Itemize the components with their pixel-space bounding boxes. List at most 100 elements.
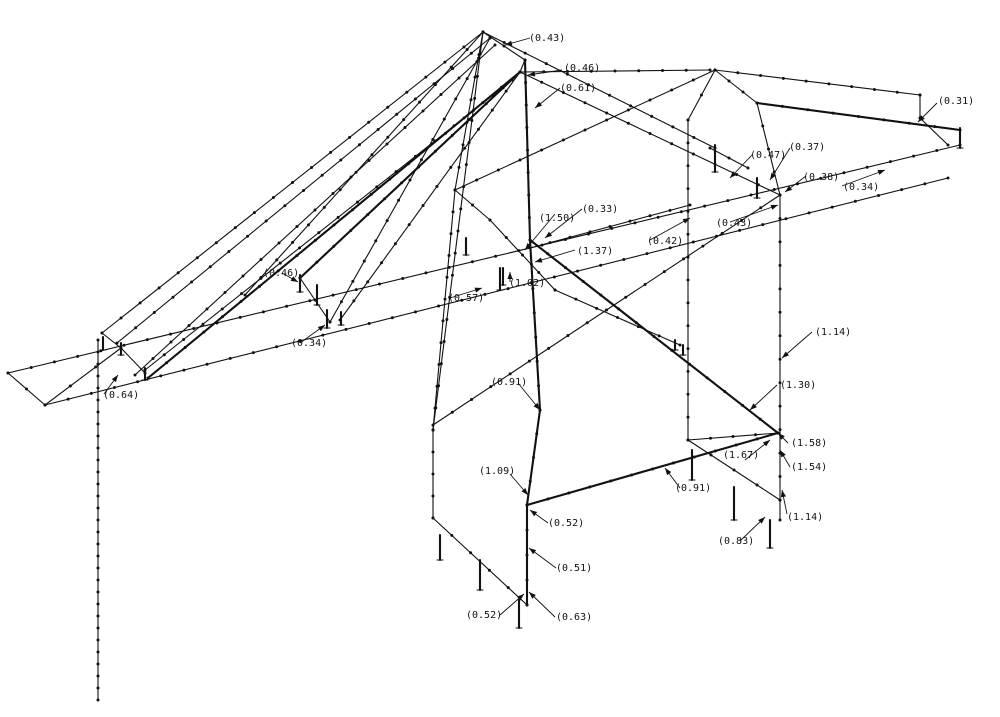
frame-node [918, 93, 922, 97]
frame-node [406, 162, 410, 166]
frame-node [686, 141, 690, 145]
frame-node [563, 238, 567, 242]
frame-node [484, 102, 488, 106]
frame-node [780, 104, 784, 108]
frame-node [96, 350, 100, 354]
frame-node [96, 386, 100, 390]
frame-node [739, 219, 743, 223]
frame-node [888, 160, 892, 164]
frame-node [692, 135, 696, 139]
frame-node [96, 650, 100, 654]
frame-node [540, 80, 544, 84]
frame-node [652, 335, 656, 338]
frame-node [778, 193, 782, 197]
ratio-label: (1.58) [791, 438, 827, 449]
frame-node [912, 154, 916, 158]
frame-member [528, 238, 542, 412]
frame-node [246, 234, 250, 238]
frame-node [112, 386, 116, 390]
frame-node [626, 121, 630, 125]
frame-node [778, 357, 782, 361]
frame-node [25, 387, 28, 391]
frame-node [159, 374, 163, 378]
frame-node [610, 226, 614, 230]
frame-node [553, 288, 557, 292]
frame-node [461, 143, 465, 147]
frame-node [463, 146, 467, 150]
frame-node [567, 491, 571, 495]
frame-node [467, 141, 471, 145]
frame-node [528, 479, 532, 483]
frame-node [462, 116, 466, 120]
frame-node [348, 135, 352, 139]
frame-member [919, 117, 949, 146]
frame-node [546, 497, 550, 501]
frame-member [101, 332, 122, 349]
frame-node [488, 218, 492, 222]
frame-node [339, 300, 343, 304]
frame-node [532, 456, 535, 459]
frame-node [535, 432, 539, 436]
ratio-pointer [544, 208, 583, 239]
frame-node [686, 255, 690, 259]
frame-node [581, 279, 585, 283]
ratio-arrowhead [474, 287, 482, 293]
frame-node [475, 74, 479, 78]
frame-node [469, 551, 473, 555]
frame-node [421, 204, 425, 208]
frame-node [923, 182, 927, 186]
frame-node [171, 295, 175, 299]
frame-node [544, 62, 548, 66]
frame-node [183, 345, 187, 349]
frame-node [637, 69, 641, 73]
frame-node [691, 152, 695, 156]
frame-node [475, 60, 479, 63]
ratio-arrowhead [750, 403, 757, 410]
ratio-label: (1.14) [787, 512, 823, 523]
frame-node [66, 397, 70, 401]
frame-node [561, 91, 565, 94]
frame-node [366, 213, 370, 217]
frame-member [7, 144, 961, 374]
frame-member [298, 70, 522, 280]
frame-node [291, 181, 294, 184]
frame-node [308, 299, 312, 303]
ratio-arrowhead [535, 257, 543, 263]
frame-node [778, 287, 782, 291]
frame-node [648, 214, 652, 218]
frame-node [686, 164, 690, 168]
frame-node [628, 219, 632, 223]
frame-node [686, 324, 690, 328]
frame-node [935, 149, 939, 153]
frame-node [295, 225, 299, 228]
frame-node [447, 253, 451, 257]
ratio-arrowhead [918, 115, 925, 122]
frame-node [357, 143, 361, 147]
frame-node [630, 473, 634, 477]
frame-node [547, 346, 551, 350]
frame-node [946, 143, 950, 147]
frame-node [527, 359, 531, 363]
frame-member [714, 69, 921, 96]
frame-node [315, 260, 319, 264]
frame-node [645, 252, 649, 256]
frame-node [320, 173, 324, 177]
frame-node [295, 254, 299, 258]
frame-node [586, 83, 590, 87]
frame-node [714, 234, 718, 238]
ratio-label: (1.54) [791, 462, 827, 473]
ratio-arrowhead [682, 218, 690, 224]
frame-node [535, 359, 539, 363]
frame-node [958, 128, 962, 132]
frame-node [182, 368, 186, 372]
frame-node [537, 384, 541, 388]
frame-node [453, 251, 457, 255]
frame-node [608, 93, 612, 97]
frame-node [313, 238, 317, 242]
ratio-arrowhead [533, 402, 540, 410]
frame-node [374, 239, 378, 243]
frame-member [144, 79, 513, 371]
frame-node [524, 103, 528, 107]
frame-node [755, 483, 759, 487]
frame-node [336, 215, 340, 219]
